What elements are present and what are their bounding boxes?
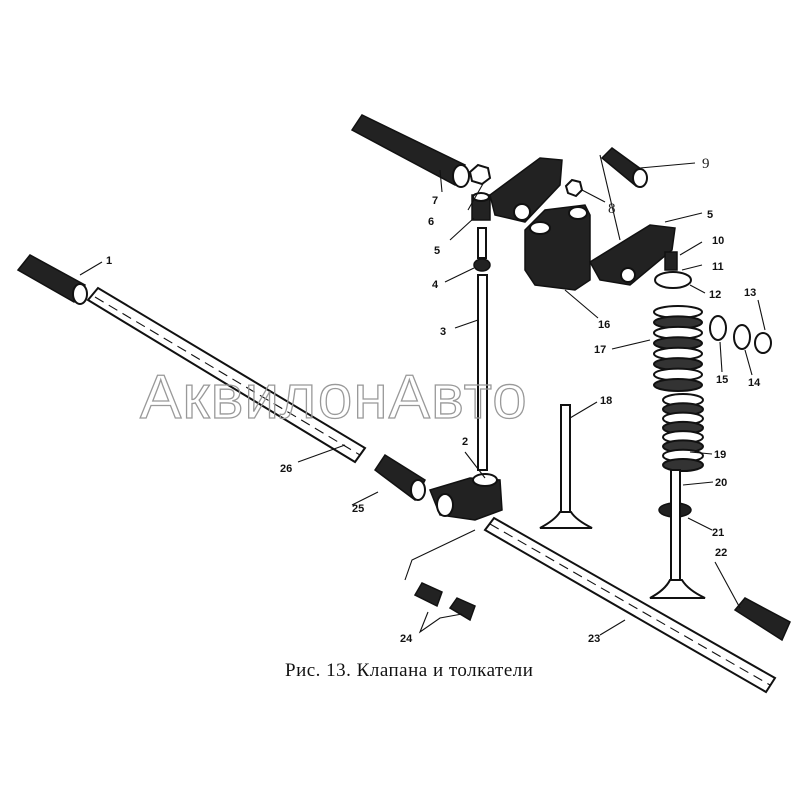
label-24: 24 <box>400 633 413 645</box>
nut-8 <box>564 178 584 198</box>
tappet-lever-2 <box>428 473 503 521</box>
label-1: 1 <box>106 255 112 267</box>
label-26: 26 <box>280 463 292 475</box>
outer-spring-17 <box>653 305 703 392</box>
label-2: 2 <box>462 436 468 448</box>
label-16: 16 <box>598 319 610 331</box>
shaft-26 <box>86 286 367 464</box>
part-labels: 1 2 3 4 5 6 7 8 9 5 10 11 12 13 14 15 16… <box>106 156 761 645</box>
label-8: 8 <box>608 201 616 217</box>
label-14: 14 <box>748 377 761 389</box>
bushing-9 <box>600 147 648 188</box>
label-15: 15 <box>716 374 728 386</box>
label-13: 13 <box>744 287 756 299</box>
watermark: АквилонАвто <box>140 363 528 432</box>
label-12: 12 <box>709 289 721 301</box>
valve-21 <box>649 469 706 599</box>
spring-coil <box>662 458 704 472</box>
label-19: 19 <box>714 449 726 461</box>
label-4: 4 <box>432 279 439 291</box>
rings-13-14-15 <box>709 315 772 354</box>
adjusting-screw-5 <box>471 192 491 221</box>
label-21: 21 <box>712 527 724 539</box>
label-10: 10 <box>712 235 724 247</box>
label-22: 22 <box>715 547 727 559</box>
label-6: 6 <box>428 216 434 228</box>
label-7: 7 <box>432 195 438 207</box>
rocker-arm-left <box>489 157 563 223</box>
spring-plate-12 <box>654 271 692 289</box>
valve-18 <box>539 404 593 529</box>
nut-6 <box>468 163 492 186</box>
figure-caption: Рис. 13. Клапана и толкатели <box>285 660 534 681</box>
label-5: 5 <box>434 245 440 257</box>
rocker-arm-right <box>588 224 676 286</box>
shaft-23 <box>483 516 777 694</box>
valve-cap-10-11 <box>664 251 678 271</box>
bushing-1 <box>16 254 88 305</box>
label-17: 17 <box>594 344 606 356</box>
pushrod-3 <box>473 227 491 471</box>
spring-coil <box>653 378 703 392</box>
leader-lines <box>79 154 766 636</box>
label-3: 3 <box>440 326 446 338</box>
inner-spring-19 <box>662 393 704 472</box>
label-25: 25 <box>352 503 364 515</box>
rocker-stand-16 <box>524 204 591 291</box>
label-18: 18 <box>600 395 612 407</box>
label-11: 11 <box>712 261 724 273</box>
label-9: 9 <box>702 156 710 172</box>
label-23: 23 <box>588 633 600 645</box>
bushing-22 <box>733 597 791 642</box>
bushings-24 <box>413 582 476 622</box>
shaft-7 <box>350 114 470 188</box>
bushing-25 <box>373 453 426 502</box>
label-20: 20 <box>715 477 727 489</box>
label-5b: 5 <box>707 209 713 221</box>
